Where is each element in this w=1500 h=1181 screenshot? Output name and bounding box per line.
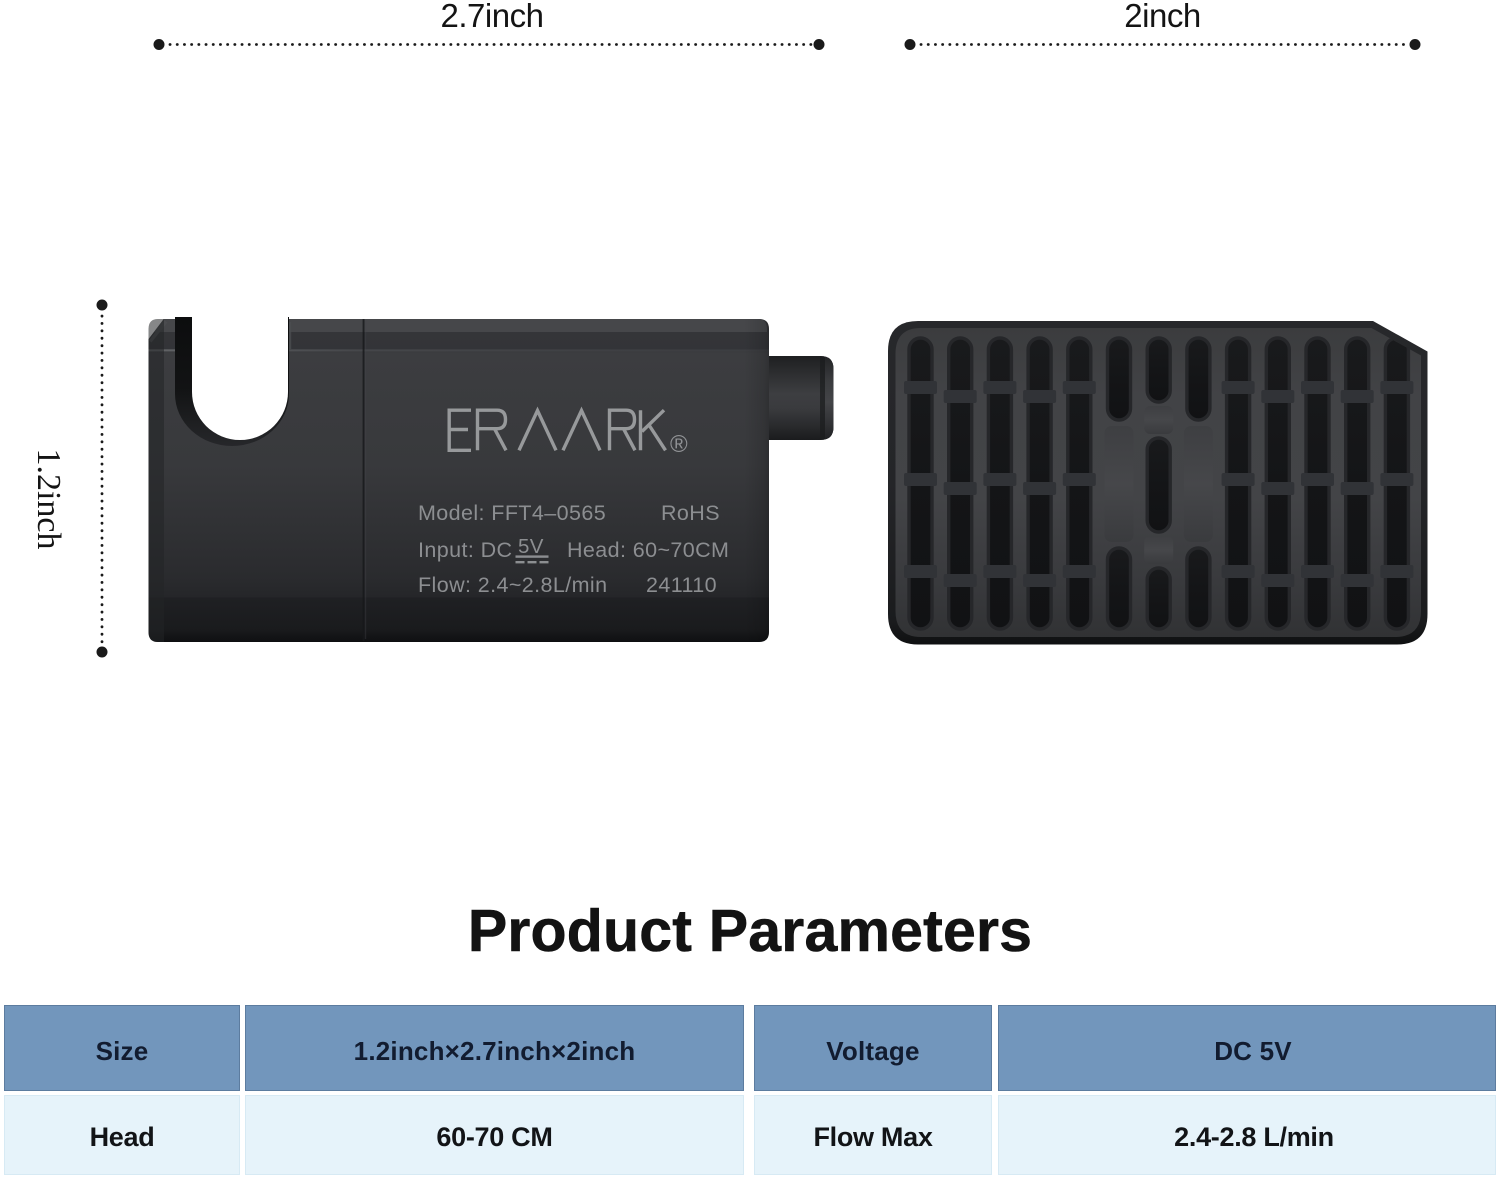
- svg-text:Model: FFT4–0565: Model: FFT4–0565: [418, 501, 606, 525]
- svg-text:®: ®: [670, 431, 688, 458]
- svg-text:RoHS: RoHS: [661, 501, 720, 525]
- svg-text:5V: 5V: [518, 535, 544, 558]
- svg-text:Flow: 2.4~2.8L/min: Flow: 2.4~2.8L/min: [418, 573, 607, 597]
- svg-text:Input: DC: Input: DC: [418, 538, 512, 562]
- svg-text:241110: 241110: [646, 573, 717, 597]
- svg-text:Head: 60~70CM: Head: 60~70CM: [567, 538, 729, 562]
